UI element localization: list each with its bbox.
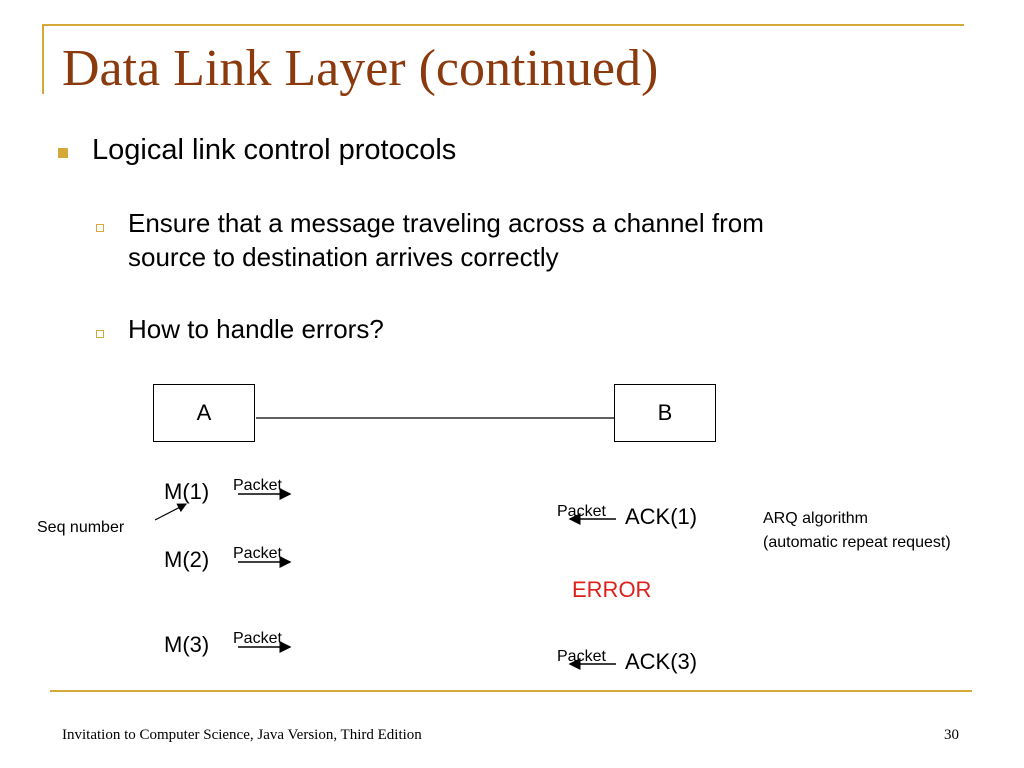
message-label-1: M(1) [164,479,210,504]
message-label-3: M(3) [164,632,210,657]
bullet-square-icon [58,148,68,158]
arq-label-line1: ARQ algorithm [763,510,868,527]
bullet-level2-text-2: How to handle errors? [128,314,384,344]
ack-packet-label-1: Packet [557,503,606,520]
node-b-label: B [657,400,673,425]
packet-label-1: Packet [233,477,282,494]
bullet-hollow-square-icon [96,330,104,338]
node-a: A [153,384,255,442]
ack-label-1: ACK(1) [625,504,698,529]
top-rule [42,24,964,26]
seq-number-label: Seq number [37,519,125,536]
ack-label-3: ACK(3) [625,649,698,674]
bottom-rule [50,690,972,692]
packet-label-3: Packet [233,630,282,647]
footer-text: Invitation to Computer Science, Java Ver… [62,727,422,743]
bullet-level2-text-1a: Ensure that a message traveling across a… [128,208,764,238]
message-label-2: M(2) [164,547,210,572]
page-number: 30 [944,727,959,743]
bullet-level1-text: Logical link control protocols [92,134,457,166]
error-label: ERROR [572,577,652,602]
arq-label-line2: (automatic repeat request) [763,534,951,551]
bullet-hollow-square-icon [96,224,104,232]
slide-title: Data Link Layer (continued) [62,40,659,97]
seq-number-pointer [154,503,188,521]
ack-packet-label-3: Packet [557,648,606,665]
node-b: B [614,384,716,442]
packet-label-2: Packet [233,545,282,562]
bullet-level2-text-1b: source to destination arrives correctly [128,242,559,272]
node-a-label: A [196,400,212,425]
left-rule [42,24,44,94]
